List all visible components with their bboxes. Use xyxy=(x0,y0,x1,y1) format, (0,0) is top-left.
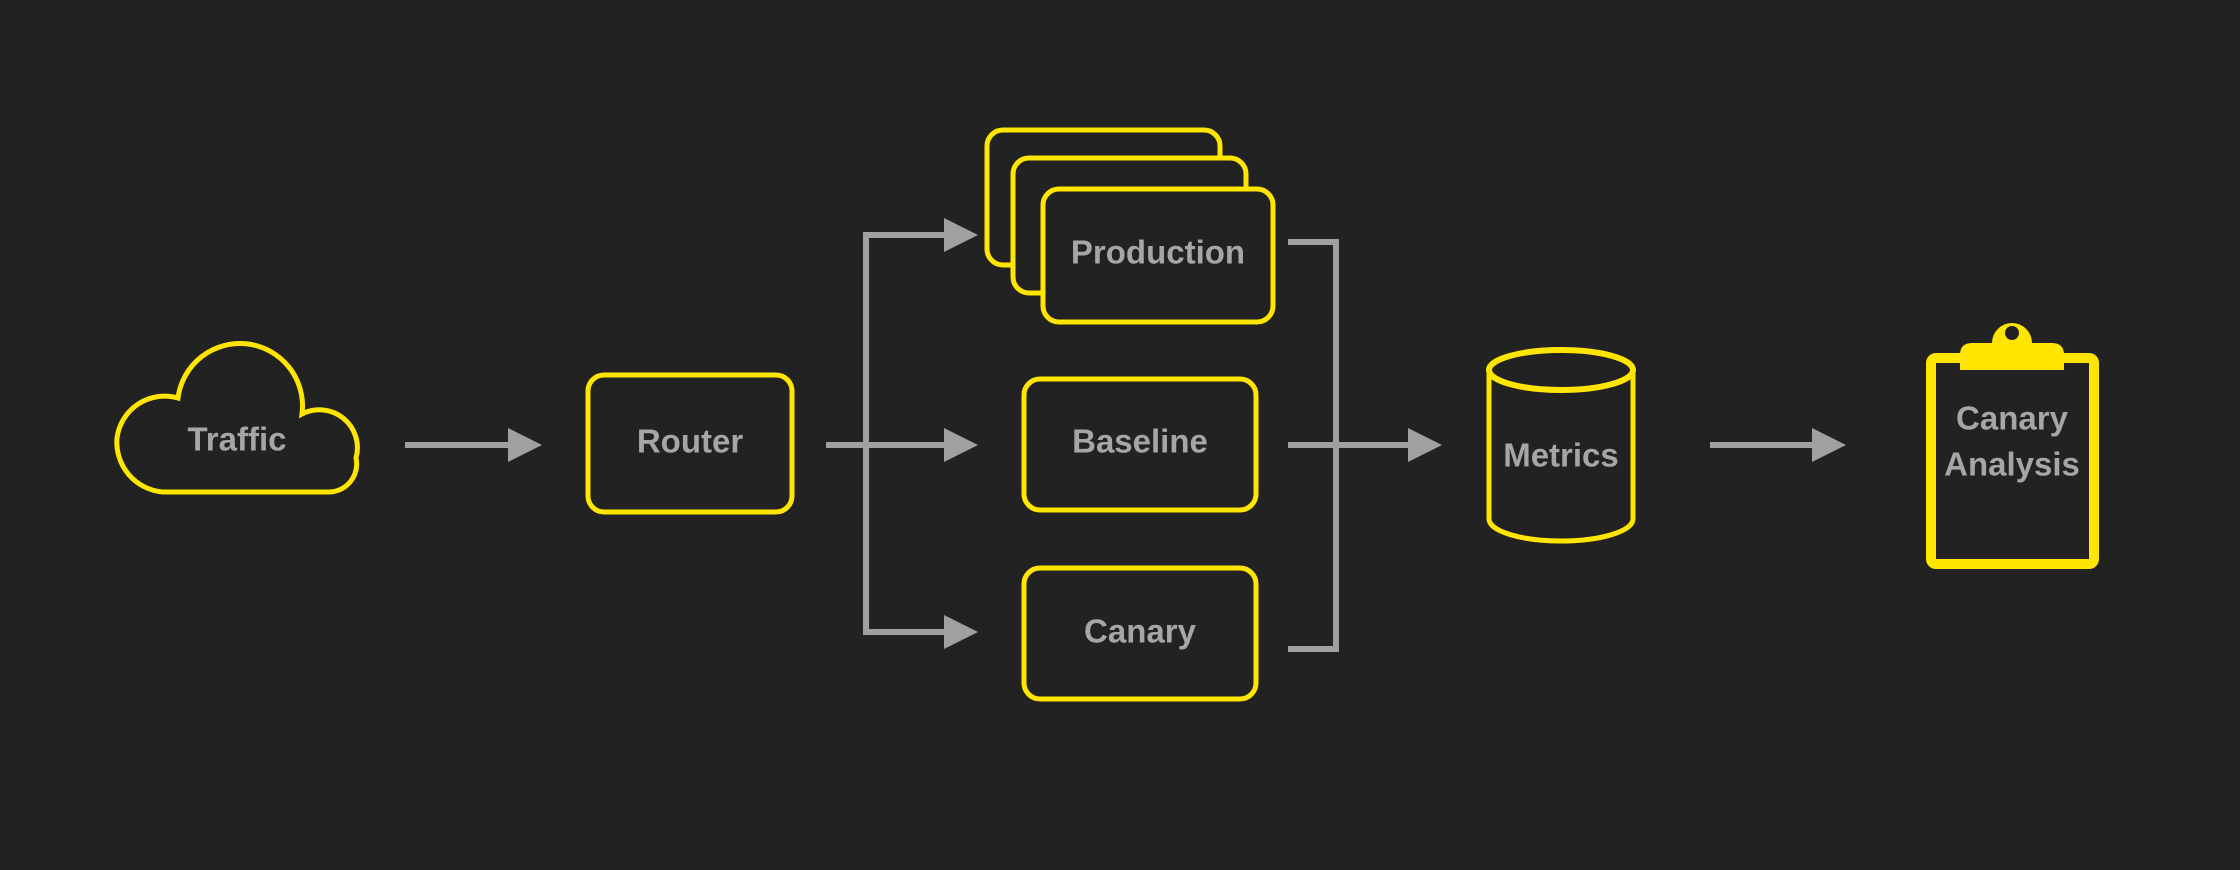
router-box xyxy=(585,372,795,515)
arrowhead-metrics xyxy=(1408,428,1442,462)
baseline-box xyxy=(1021,376,1259,513)
baseline-label: Baseline xyxy=(1072,423,1208,460)
canary-analysis-label-line1: Canary xyxy=(1956,400,2069,437)
connectors xyxy=(405,218,1846,652)
router-label: Router xyxy=(637,423,743,460)
cloud-icon xyxy=(114,341,360,495)
arrowhead-baseline xyxy=(944,428,978,462)
arrowhead-router xyxy=(508,428,542,462)
production-node: Production xyxy=(984,127,1276,325)
clipboard-clip xyxy=(1960,323,2064,370)
arrowhead-canary-analysis xyxy=(1812,428,1846,462)
router-node: Router xyxy=(585,372,795,515)
clipboard-clip-hole xyxy=(2005,326,2019,340)
canary-box xyxy=(1021,565,1259,702)
canary-label: Canary xyxy=(1084,613,1197,650)
edge-router-branch-bus xyxy=(863,232,946,635)
database-cylinder-icon xyxy=(1486,368,1636,544)
production-box xyxy=(1040,186,1276,325)
canary-node: Canary xyxy=(1021,565,1259,702)
traffic-label: Traffic xyxy=(187,421,286,458)
metrics-label: Metrics xyxy=(1503,437,1619,474)
canary-analysis-node: Canary Analysis xyxy=(1926,323,2099,569)
traffic-node: Traffic xyxy=(114,341,360,495)
arrowhead-production xyxy=(944,218,978,252)
metrics-node: Metrics xyxy=(1486,347,1636,544)
arrowhead-canary xyxy=(944,615,978,649)
database-cylinder-top xyxy=(1486,347,1636,393)
production-label: Production xyxy=(1071,234,1245,271)
baseline-node: Baseline xyxy=(1021,376,1259,513)
canary-analysis-label-line2: Analysis xyxy=(1944,446,2080,483)
